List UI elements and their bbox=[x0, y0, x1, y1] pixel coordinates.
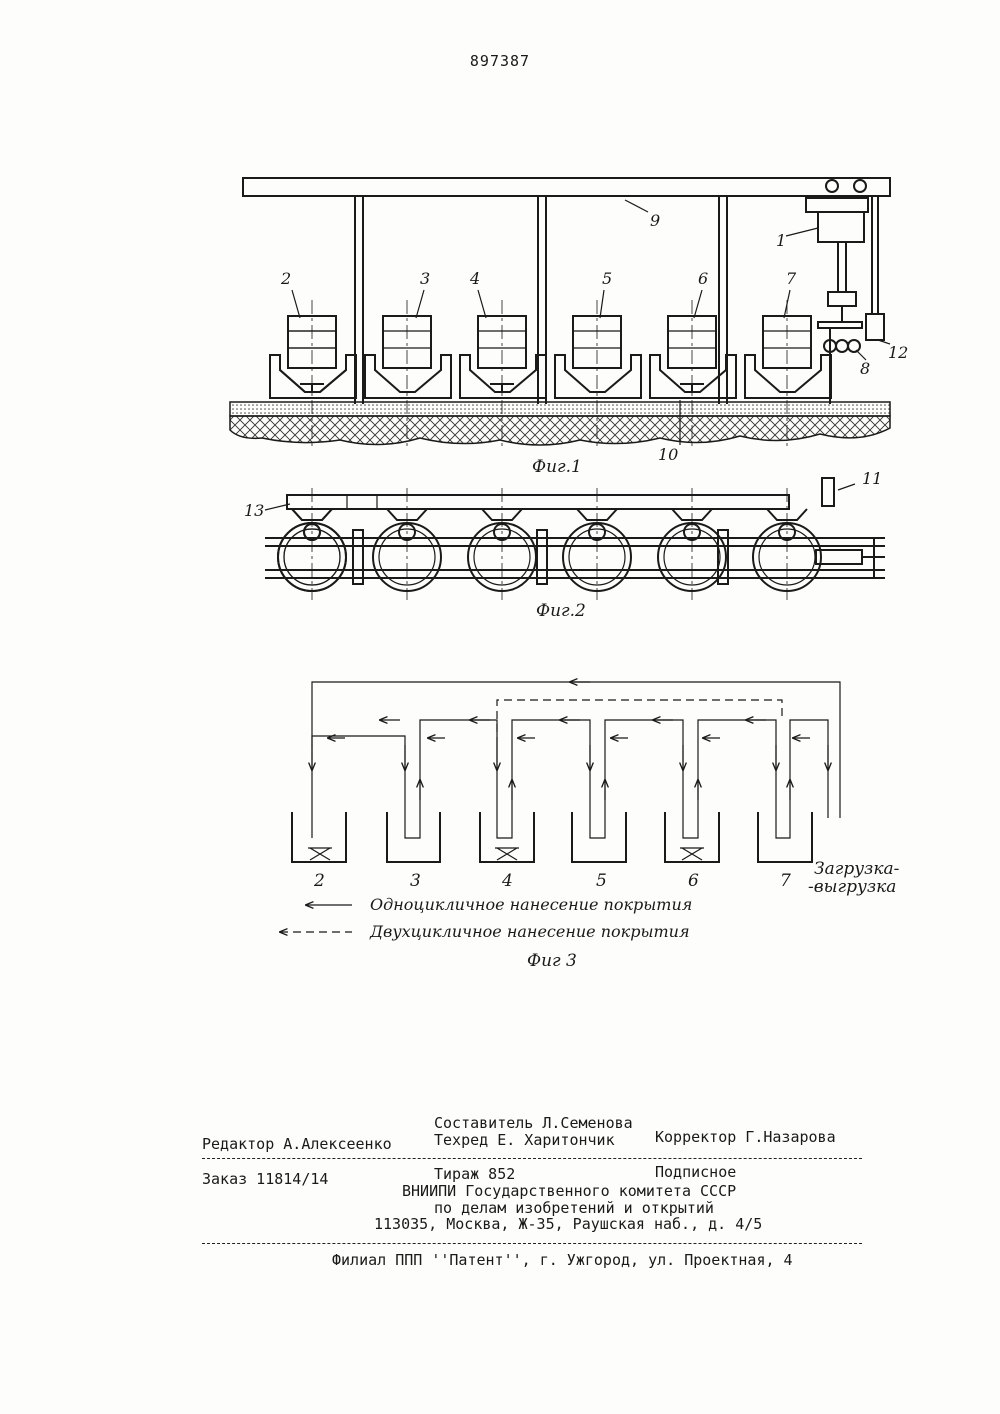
legend-solid-label: Одноцикличное нанесение покрытия bbox=[370, 895, 692, 914]
fig3-tanks bbox=[292, 812, 812, 862]
fig2-caption: Фиг.2 bbox=[536, 601, 586, 621]
support-columns bbox=[355, 196, 727, 404]
tank-stirrer-marks bbox=[308, 848, 704, 860]
figures-drawing: 2 3 4 5 6 7 9 1 12 8 10 Фиг.1 bbox=[0, 0, 1000, 1000]
fig1-label-bath-2: 2 bbox=[280, 269, 291, 288]
bath-5 bbox=[555, 316, 641, 398]
imprint-circulation: Тираж 852 bbox=[434, 1165, 515, 1183]
bath-3 bbox=[365, 316, 451, 398]
fig1-caption: Фиг.1 bbox=[532, 457, 582, 477]
overhead-beam-9 bbox=[243, 178, 890, 196]
dashed-return-line bbox=[497, 700, 782, 746]
fig1-label-bath-3: 3 bbox=[420, 269, 430, 288]
imprint-subscription: Подписное bbox=[655, 1163, 736, 1181]
hoist-carriage-1 bbox=[806, 180, 884, 404]
fig3-label-tank-2: 2 bbox=[313, 871, 325, 891]
callout-11: 11 bbox=[862, 469, 882, 488]
imprint-divider-2 bbox=[202, 1243, 862, 1244]
fig1-label-bath-7: 7 bbox=[786, 269, 797, 288]
fig3-label-tank-5: 5 bbox=[596, 871, 607, 891]
imprint-divider-1 bbox=[202, 1158, 862, 1159]
fig3-label-tank-6: 6 bbox=[688, 871, 699, 891]
imprint-techred: Техред Е. Харитончик bbox=[434, 1131, 615, 1149]
legend-dashed-label: Двухцикличное нанесение покрытия bbox=[369, 922, 690, 941]
callout-12: 12 bbox=[888, 343, 908, 362]
fig1-drawing: 2 3 4 5 6 7 9 1 12 8 10 Фиг.1 bbox=[230, 178, 908, 477]
imprint-corrector: Корректор Г.Назарова bbox=[655, 1128, 836, 1146]
carrier-frame-13 bbox=[287, 495, 789, 509]
return-line bbox=[312, 682, 840, 818]
fig1-label-bath-5: 5 bbox=[602, 269, 612, 288]
floor-ground bbox=[230, 416, 890, 445]
imprint-editor: Редактор А.Алексеенко bbox=[202, 1135, 392, 1153]
callout-8: 8 bbox=[860, 359, 870, 378]
fig3-label-tank-4: 4 bbox=[501, 871, 513, 891]
process-path bbox=[312, 720, 828, 838]
floor-surface bbox=[230, 402, 890, 416]
fig2-axis-lines bbox=[312, 488, 787, 600]
callout-9: 9 bbox=[650, 211, 660, 230]
load-unload-label-2: -выгрузка bbox=[808, 877, 896, 897]
callout-13: 13 bbox=[244, 501, 264, 520]
rail-lines bbox=[265, 538, 885, 578]
imprint-org-line1: ВНИИПИ Государственного комитета СССР bbox=[402, 1182, 736, 1200]
callout-1: 1 bbox=[776, 231, 786, 250]
imprint-org-line3: 113035, Москва, Ж-35, Раушская наб., д. … bbox=[374, 1215, 762, 1233]
sensor-11 bbox=[822, 478, 834, 506]
load-unload-label-1: Загрузка- bbox=[814, 859, 900, 879]
fig2-drawing: 13 11 Фиг.2 bbox=[244, 469, 885, 621]
fig3-caption: Фиг 3 bbox=[527, 951, 577, 971]
fig3-label-tank-7: 7 bbox=[780, 871, 791, 891]
fig3-drawing: 2 3 4 5 6 7 Загрузка- -выгрузка Одноцикл… bbox=[280, 682, 900, 971]
fig1-label-bath-4: 4 bbox=[469, 269, 480, 288]
fig1-label-bath-6: 6 bbox=[698, 269, 708, 288]
fig3-label-tank-3: 3 bbox=[410, 871, 421, 891]
flow-arrows bbox=[312, 720, 828, 800]
callout-10: 10 bbox=[658, 445, 678, 464]
imprint-compiler: Составитель Л.Семенова bbox=[434, 1114, 633, 1132]
imprint-order: Заказ 11814/14 bbox=[202, 1170, 328, 1188]
imprint-branch: Филиал ППП ''Патент'', г. Ужгород, ул. П… bbox=[332, 1251, 793, 1269]
